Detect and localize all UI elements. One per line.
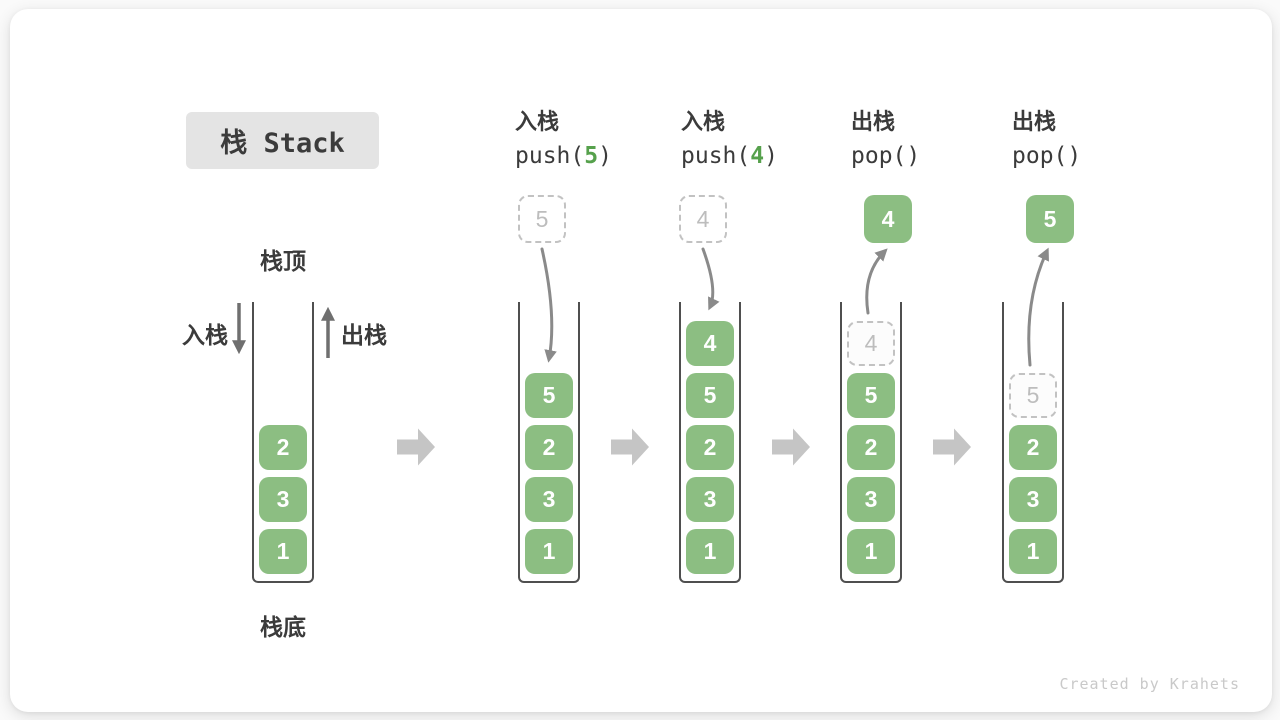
code-suffix: ) xyxy=(906,143,921,169)
code-value: 5 xyxy=(584,143,599,169)
title-text: 栈 Stack xyxy=(220,128,345,159)
watermark-text: Created by Krahets xyxy=(1059,675,1240,693)
stack-item-box-2: 2 xyxy=(1009,425,1057,470)
floating-push-value-box-5: 5 xyxy=(518,195,566,243)
stack-item-box-3: 3 xyxy=(525,477,573,522)
stack-item-box-1: 1 xyxy=(259,529,307,574)
op-code-text: pop() xyxy=(1012,143,1081,169)
stack-item-box-3: 3 xyxy=(847,477,895,522)
op-code-text: push(5) xyxy=(515,143,612,169)
op-label-push-4: 入栈 push(4) xyxy=(681,104,778,169)
stack-item-box-1: 1 xyxy=(525,529,573,574)
popped-ghost-box-5: 5 xyxy=(1009,373,1057,418)
stack-item-box-2: 2 xyxy=(847,425,895,470)
code-suffix: ) xyxy=(598,143,612,169)
op-label-push-5: 入栈 push(5) xyxy=(515,104,612,169)
title-badge: 栈 Stack xyxy=(186,112,379,169)
op-action-text: 出栈 xyxy=(851,109,896,134)
code-value: 4 xyxy=(750,143,765,169)
stack-item-box-1: 1 xyxy=(1009,529,1057,574)
floating-popped-value-box-5: 5 xyxy=(1026,195,1074,243)
label-stack-bottom: 栈底 xyxy=(260,614,306,640)
op-action-text: 入栈 xyxy=(681,109,726,134)
code-prefix: push( xyxy=(515,143,585,169)
stack-item-box-3: 3 xyxy=(259,477,307,522)
stack-item-box-5: 5 xyxy=(525,373,573,418)
popped-ghost-box-4: 4 xyxy=(847,321,895,366)
code-prefix: pop( xyxy=(1012,143,1068,169)
code-prefix: push( xyxy=(681,143,751,169)
floating-push-value-box-4: 4 xyxy=(679,195,727,243)
label-stack-top: 栈顶 xyxy=(260,248,306,274)
op-label-pop-4: 出栈 pop() xyxy=(851,104,920,169)
label-push-side: 入栈 xyxy=(182,322,228,348)
stack-item-box-3: 3 xyxy=(1009,477,1057,522)
stack-item-box-5: 5 xyxy=(686,373,734,418)
op-code-text: pop() xyxy=(851,143,920,169)
stack-item-box-5: 5 xyxy=(847,373,895,418)
code-suffix: ) xyxy=(1067,143,1082,169)
op-action-text: 出栈 xyxy=(1012,109,1057,134)
code-suffix: ) xyxy=(764,143,778,169)
op-action-text: 入栈 xyxy=(515,109,560,134)
op-code-text: push(4) xyxy=(681,143,778,169)
stack-item-box-2: 2 xyxy=(259,425,307,470)
code-prefix: pop( xyxy=(851,143,907,169)
stack-item-box-2: 2 xyxy=(686,425,734,470)
floating-popped-value-box-4: 4 xyxy=(864,195,912,243)
label-pop-side: 出栈 xyxy=(341,322,387,348)
op-label-pop-5: 出栈 pop() xyxy=(1012,104,1081,169)
stack-item-box-3: 3 xyxy=(686,477,734,522)
stack-item-box-4: 4 xyxy=(686,321,734,366)
stack-item-box-1: 1 xyxy=(847,529,895,574)
stack-item-box-2: 2 xyxy=(525,425,573,470)
stack-item-box-1: 1 xyxy=(686,529,734,574)
